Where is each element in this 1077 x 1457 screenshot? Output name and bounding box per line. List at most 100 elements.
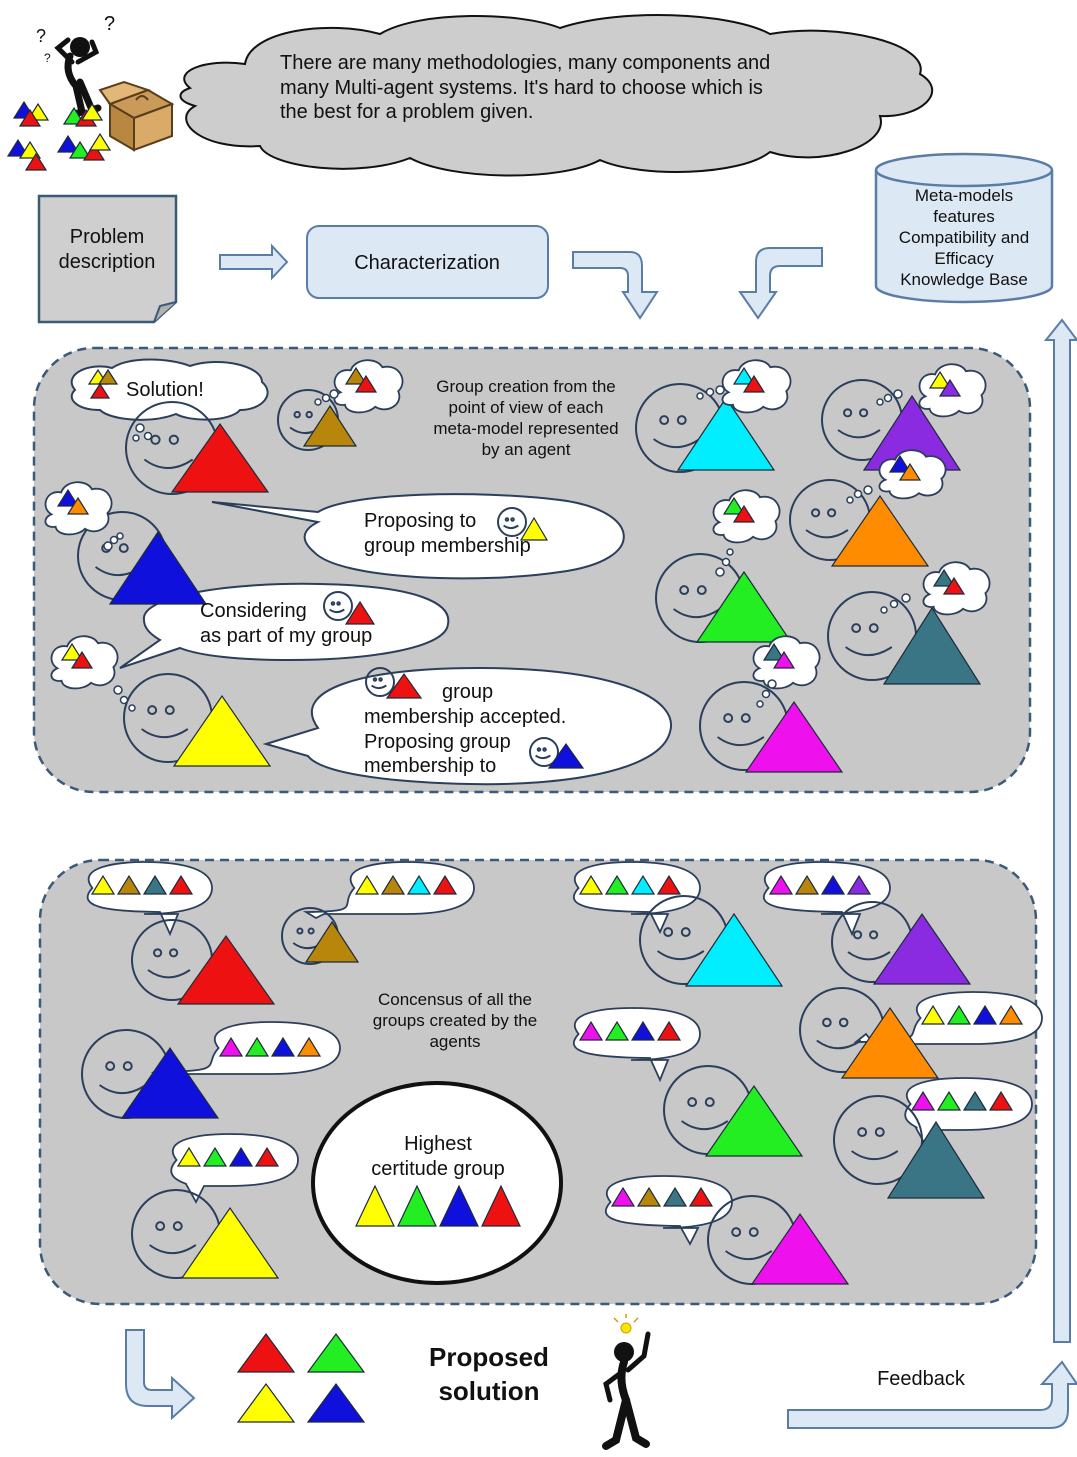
- eye-icon: [372, 677, 378, 682]
- solution-label: Solution!: [126, 379, 204, 401]
- eye-icon: [378, 677, 383, 682]
- eye-icon: [330, 601, 336, 606]
- triangle-icon: [898, 462, 922, 481]
- eye-icon: [853, 930, 863, 940]
- thought-dot: [109, 535, 119, 545]
- triangle-icon: [439, 1184, 479, 1227]
- eye-icon: [723, 713, 734, 724]
- triangle-icon: [888, 454, 912, 473]
- eye-icon: [105, 1061, 116, 1072]
- feedback-arrow-icon: [787, 1360, 1077, 1429]
- eye-icon: [680, 927, 691, 938]
- triangle-icon: [306, 1332, 366, 1373]
- triangle-icon: [762, 642, 786, 661]
- thought-dot: [756, 700, 764, 708]
- triangle-icon: [385, 672, 423, 699]
- smile-icon: [147, 969, 191, 979]
- triangle-icon: [938, 378, 962, 397]
- considering-line-1: Considering: [200, 600, 307, 622]
- eye-icon: [687, 1097, 698, 1108]
- smile-icon: [329, 608, 345, 614]
- group-caption-3: meta-model represented: [433, 419, 618, 438]
- smile-icon: [141, 728, 189, 739]
- intro-line-1: There are many methodologies, many compo…: [280, 52, 770, 74]
- smile-icon: [149, 1244, 197, 1255]
- triangle-icon: [872, 912, 972, 985]
- eye-icon: [122, 1061, 133, 1072]
- triangle-icon: [936, 1090, 962, 1111]
- triangle-icon: [928, 370, 952, 389]
- eye-icon: [118, 543, 129, 554]
- triangle-icon: [18, 108, 42, 127]
- triangle-icon: [772, 650, 796, 669]
- thinking-stick-figure-icon: ? ? ?: [36, 13, 115, 118]
- smile-icon: [371, 684, 387, 690]
- triangle-icon: [722, 496, 746, 515]
- eye-icon: [857, 1127, 868, 1138]
- triangle-icon: [89, 382, 111, 399]
- triangle-icon: [547, 742, 585, 769]
- thought-dot: [715, 567, 725, 577]
- eye-icon: [740, 713, 751, 724]
- triangle-icon: [56, 134, 80, 153]
- smiley-face-icon: [323, 591, 353, 621]
- triangle-icon: [820, 874, 846, 895]
- eye-icon: [296, 927, 304, 935]
- triangle-icon: [432, 874, 458, 895]
- triangle-icon: [676, 396, 776, 471]
- triangle-icon: [68, 140, 92, 159]
- accepted-line-4: membership to: [364, 755, 496, 777]
- thought-dot: [705, 387, 715, 397]
- triangle-icon: [397, 1184, 437, 1227]
- eye-icon: [659, 415, 670, 426]
- kb-line-2: features: [933, 207, 994, 226]
- smile-icon: [837, 429, 881, 439]
- intro-cloud: [179, 14, 934, 177]
- triangle-icon: [768, 874, 794, 895]
- component-pile: [6, 100, 112, 171]
- triangle-icon: [66, 496, 90, 515]
- smile-icon: [816, 1039, 862, 1050]
- triangle-icon: [80, 102, 104, 121]
- thought-dot: [128, 704, 136, 712]
- highest-label-1: Highest: [404, 1133, 472, 1155]
- eye-icon: [536, 747, 542, 752]
- characterization-box: [306, 225, 549, 299]
- eye-icon: [172, 1221, 183, 1232]
- triangle-icon: [830, 494, 930, 567]
- smile-icon: [805, 529, 849, 539]
- eye-icon: [150, 434, 161, 445]
- characterization-label: Characterization: [354, 252, 500, 274]
- proposed-solution-line-2: solution: [438, 1376, 539, 1406]
- triangle-icon: [578, 874, 604, 895]
- triangle-icon: [97, 368, 119, 385]
- eye-icon: [164, 705, 175, 716]
- triangle-icon: [355, 1184, 395, 1227]
- smile-icon: [847, 951, 891, 961]
- triangle-icon: [688, 1186, 714, 1207]
- thought-dot: [116, 532, 124, 540]
- thought-dot: [715, 385, 725, 395]
- kb-line-1: Meta-models: [915, 186, 1013, 205]
- triangle-icon: [630, 1020, 656, 1041]
- problem-label-2: description: [59, 251, 156, 273]
- smiley-face-icon: [365, 667, 395, 697]
- triangle-icon: [270, 1036, 296, 1057]
- eye-icon: [679, 585, 690, 596]
- thought-dot: [853, 489, 863, 499]
- proposed-solution-line-1: Proposed: [429, 1342, 549, 1372]
- triangle-icon: [406, 874, 432, 895]
- triangle-icon: [578, 1020, 604, 1041]
- eye-icon: [169, 948, 179, 958]
- intro-line-3: the best for a problem given.: [280, 101, 533, 123]
- triangle-icon: [344, 600, 376, 625]
- consensus-panel: [38, 858, 1038, 1306]
- smiley-face-icon: [497, 507, 527, 537]
- intro-line-2: many Multi-agent systems. It's hard to c…: [280, 77, 763, 99]
- smile-icon: [845, 646, 893, 657]
- triangle-icon: [56, 488, 80, 507]
- triangle-icon: [998, 1004, 1024, 1025]
- triangle-icon: [794, 874, 820, 895]
- proposing-speech-bubble: [211, 493, 625, 580]
